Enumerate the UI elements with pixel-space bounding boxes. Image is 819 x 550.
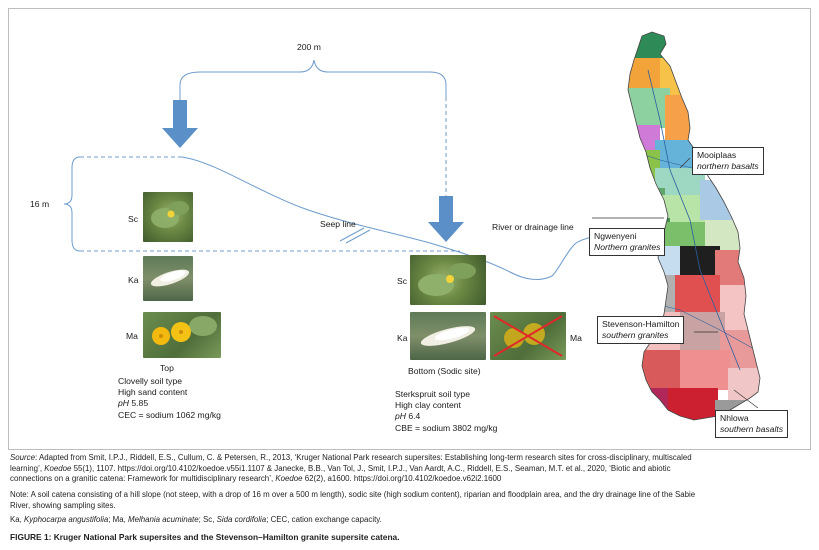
distance-brace	[179, 59, 447, 97]
region-mooiplaas: Mooiplaas northern basalts	[692, 147, 764, 175]
region-mooiplaas-sub: northern basalts	[697, 161, 759, 171]
bottom-site-details: Sterkspruit soil type High clay content …	[395, 389, 497, 434]
bottom-cec: CBE = sodium 3802 mg/kg	[395, 422, 498, 433]
region-stevenson-hamilton: Stevenson-Hamilton southern granites	[597, 316, 685, 344]
bottom-photo-melhania-absent	[490, 312, 566, 360]
top-photo-label-sc: Sc	[128, 214, 139, 224]
mooiplaas-pointer	[679, 157, 691, 169]
top-photo-sida-cordifolia	[143, 192, 193, 242]
region-ngwenyeni: Ngwenyeni Northern granites	[589, 228, 666, 256]
bottom-soil-type: Sterkspruit soil type	[395, 389, 470, 399]
top-soil-content: High sand content	[118, 387, 188, 398]
river-label: River or drainage line	[492, 222, 574, 232]
bottom-photo-label-ka: Ka	[397, 333, 408, 343]
height-brace	[63, 156, 81, 252]
region-stevenson-hamilton-name: Stevenson-Hamilton	[602, 319, 680, 329]
top-ph: pH 5.85	[118, 398, 149, 409]
bottom-photo-label-sc: Sc	[397, 276, 408, 286]
region-nhlowa-name: Nhlowa	[720, 413, 749, 423]
figure-note: Note: A soil catena consisting of a hill…	[10, 490, 696, 510]
top-photo-melhania	[143, 312, 221, 358]
abbreviation-note: Ka, Kyphocarpa angustifolia; Ma, Melhani…	[10, 515, 382, 524]
region-nhlowa: Nhlowa southern basalts	[715, 410, 789, 438]
bottom-photo-kyphocarpa	[410, 312, 486, 360]
bottom-site-name: Bottom (Sodic site)	[408, 366, 481, 376]
source-note: Source: Adapted from Smit, I.P.J., Ridde…	[10, 453, 692, 484]
region-stevenson-hamilton-sub: southern granites	[602, 330, 669, 340]
figure-caption: FIGURE 1: Kruger National Park supersite…	[10, 532, 400, 542]
top-photo-kyphocarpa	[143, 256, 193, 301]
bottom-soil-content: High clay content	[395, 400, 461, 411]
seep-mark-2	[345, 229, 371, 244]
top-arrow	[162, 100, 198, 148]
top-photo-label-ma: Ma	[126, 331, 138, 341]
nhlowa-pointer	[733, 389, 759, 409]
bottom-photo-sida-cordifolia	[410, 255, 486, 305]
seep-line-label: Seep line	[320, 219, 356, 229]
bottom-ph: pH 6.4	[395, 411, 421, 422]
top-cec: CEC = sodium 1062 mg/kg	[118, 409, 221, 420]
slope-profile	[181, 156, 609, 280]
region-ngwenyeni-name: Ngwenyeni	[594, 231, 637, 241]
height-label: 16 m	[30, 199, 50, 209]
bottom-arrow	[428, 196, 464, 242]
top-photo-label-ka: Ka	[128, 275, 139, 285]
bottom-photo-label-ma: Ma	[570, 333, 582, 343]
distance-label: 200 m	[297, 42, 321, 52]
seep-mark-1	[339, 227, 365, 242]
source-label: Source	[10, 453, 36, 462]
top-site-details: Clovelly soil type High sand content pH …	[118, 376, 221, 421]
region-mooiplaas-name: Mooiplaas	[697, 150, 737, 160]
region-ngwenyeni-sub: Northern granites	[594, 242, 661, 252]
top-soil-type: Clovelly soil type	[118, 376, 182, 386]
region-nhlowa-sub: southern basalts	[720, 424, 784, 434]
top-site-name: Top	[160, 363, 174, 373]
